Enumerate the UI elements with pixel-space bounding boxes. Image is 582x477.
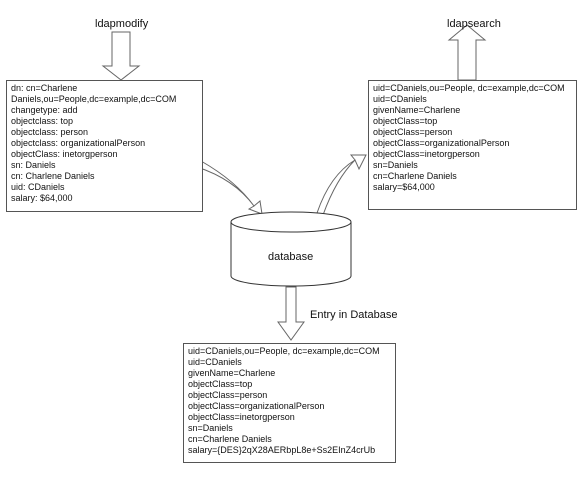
ldif-line: objectClass: inetorgperson xyxy=(11,149,118,159)
search-result-box: uid=CDaniels,ou=People, dc=example,dc=CO… xyxy=(368,80,577,210)
ldif-line: Daniels,ou=People,dc=example,dc=COM xyxy=(11,94,177,104)
search-result-line: uid=CDaniels,ou=People, dc=example,dc=CO… xyxy=(373,83,565,93)
db-entry-line: objectClass=organizationalPerson xyxy=(188,401,325,411)
ldif-line: objectclass: organizationalPerson xyxy=(11,138,146,148)
ldif-line: objectclass: top xyxy=(11,116,74,126)
db-entry-line: uid=CDaniels,ou=People, dc=example,dc=CO… xyxy=(188,346,380,356)
search-result-line: objectClass=top xyxy=(373,116,438,126)
db-entry-line: objectClass=person xyxy=(188,390,268,400)
ldapmodify-arrow xyxy=(101,31,141,81)
db-entry-line: objectClass=top xyxy=(188,379,253,389)
search-result-line: salary=$64,000 xyxy=(373,182,435,192)
db-entry-line: objectClass=inetorgperson xyxy=(188,412,295,422)
ldif-line: objectclass: person xyxy=(11,127,89,137)
database-cylinder xyxy=(230,211,352,287)
db-entry-box: uid=CDaniels,ou=People, dc=example,dc=CO… xyxy=(183,343,396,463)
ldapsearch-arrow xyxy=(447,24,487,81)
ldif-line: salary: $64,000 xyxy=(11,193,73,203)
search-result-line: objectClass=person xyxy=(373,127,453,137)
ldif-line: cn: Charlene Daniels xyxy=(11,171,95,181)
database-to-entry-arrow xyxy=(277,286,305,341)
db-entry-line: cn=Charlene Daniels xyxy=(188,434,272,444)
db-entry-line: sn=Daniels xyxy=(188,423,233,433)
entry-in-database-label: Entry in Database xyxy=(310,309,398,321)
search-result-line: givenName=Charlene xyxy=(373,105,461,115)
ldapsearch-label: ldapsearch xyxy=(447,18,501,30)
ldif-line: uid: CDaniels xyxy=(11,182,65,192)
ldapmodify-label: ldapmodify xyxy=(95,18,149,30)
db-entry-line: uid=CDaniels xyxy=(188,357,242,367)
search-result-line: objectClass=organizationalPerson xyxy=(373,138,510,148)
ldif-input-box: dn: cn=Charlene Daniels,ou=People,dc=exa… xyxy=(6,80,203,212)
db-entry-line: salary={DES}2qX28AERbpL8e+Ss2EInZ4crUb xyxy=(188,445,376,455)
database-to-search-arrow xyxy=(316,154,367,216)
ldif-line: changetype: add xyxy=(11,105,78,115)
database-label: database xyxy=(268,251,314,263)
search-result-line: cn=Charlene Daniels xyxy=(373,171,457,181)
modify-to-database-arrow xyxy=(196,160,263,215)
db-entry-line: givenName=Charlene xyxy=(188,368,276,378)
search-result-line: sn=Daniels xyxy=(373,160,418,170)
search-result-line: objectClass=inetorgperson xyxy=(373,149,480,159)
search-result-line: uid=CDaniels xyxy=(373,94,427,104)
ldif-line: dn: cn=Charlene xyxy=(11,83,78,93)
ldif-line: sn: Daniels xyxy=(11,160,56,170)
